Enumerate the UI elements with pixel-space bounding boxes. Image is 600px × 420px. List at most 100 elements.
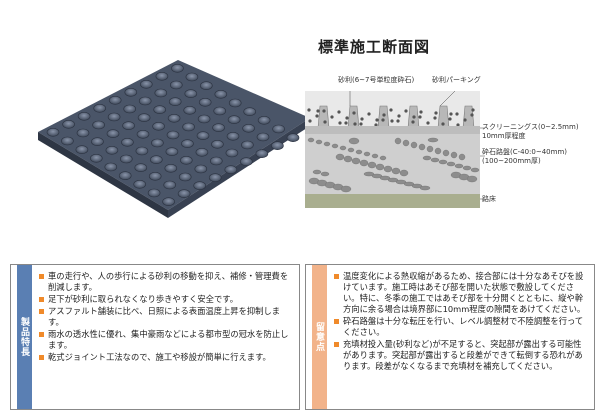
gravel-pebble [455, 112, 459, 116]
grid-cell [210, 156, 223, 166]
base-stone [426, 145, 434, 153]
grid-cell [77, 112, 91, 121]
grid-cell [108, 95, 122, 105]
label-gravel-fill: 砂利(6~7号単粒度砕石) [338, 76, 415, 84]
grid-cell [213, 106, 226, 116]
grid-cell [181, 139, 194, 148]
grid-cell [150, 155, 163, 164]
grid-cell [107, 112, 121, 122]
label-crushed-base: 砕石路盤(C-40:0~40mm) [482, 148, 568, 156]
gravel-pebble [411, 120, 415, 124]
gravel-pebble [412, 115, 416, 119]
grid-cell [138, 96, 152, 106]
grid-cell [163, 180, 176, 190]
base-stone [446, 161, 456, 167]
base-stone [375, 163, 385, 171]
base-stone [454, 163, 464, 169]
grid-cell [136, 130, 150, 139]
base-stone [331, 143, 339, 149]
grid-cell [162, 197, 175, 206]
grid-cell [193, 181, 206, 190]
gravel-pebble [433, 116, 437, 120]
gravel-pebble [390, 119, 394, 123]
gravel-pebble [434, 111, 438, 115]
grid-cell [208, 173, 222, 182]
grid-cell [195, 148, 209, 157]
grid-cell [61, 136, 74, 146]
list-item: 充填材投入量(砂利など)が不足すると、突起部が露出する可能性があります。突起部が… [334, 339, 588, 372]
grid-cell [183, 106, 196, 115]
grid-cell [122, 121, 135, 130]
grid-cell [154, 88, 168, 98]
grid-cell [180, 156, 193, 165]
grid-cell [271, 141, 284, 150]
base-stone [363, 171, 375, 177]
grid-cell [200, 81, 213, 91]
base-stone [450, 151, 458, 159]
grid-cell [106, 129, 120, 138]
list-item: 乾式ジョイント工法なので、施工や移設が簡単に行えます。 [39, 352, 293, 363]
grid-cell [196, 131, 210, 140]
gravel-pebble [308, 119, 312, 123]
gravel-pebble [316, 109, 320, 113]
grid-cell [212, 123, 225, 132]
notes-panel: 留意点 温度変化による熱収縮があるため、接合部には十分なあそびを設けています。施… [305, 264, 595, 410]
gravel-pebble [359, 122, 363, 126]
grid-cell [118, 171, 132, 180]
list-item: 砕石路盤は十分な転圧を行い、レベル調整材で不陸調整を行ってください。 [334, 316, 588, 338]
base-stone [434, 147, 442, 155]
base-stone [335, 153, 345, 161]
list-item: 温度変化による熱収縮があるため、接合部には十分なあそびを設けています。施工時はあ… [334, 271, 588, 315]
grid-cell [92, 120, 105, 130]
gravel-pebble [404, 109, 408, 113]
grid-cell [133, 180, 146, 189]
grid-cell [135, 146, 149, 156]
base-stone [379, 155, 387, 161]
grid-cell [137, 113, 151, 122]
base-stone [399, 169, 409, 177]
base-stone [402, 139, 410, 147]
product-grid-image [38, 60, 310, 218]
base-stone [419, 185, 431, 191]
gravel-pebble [345, 116, 349, 120]
base-stone [343, 155, 353, 163]
grid-cell [184, 89, 198, 99]
grid-cell [46, 128, 60, 137]
base-stone [418, 143, 426, 151]
base-stone [359, 159, 369, 167]
list-item: 車の走行や、人の歩行による砂利の移動を抑え、補修・管理費を削減します。 [39, 271, 293, 293]
notes-tab: 留意点 [312, 265, 327, 409]
cross-section-diagram [305, 90, 485, 208]
grid-cell [170, 80, 183, 90]
base-stone [422, 155, 432, 161]
gravel-pebble [322, 109, 326, 113]
gravel-pebble [418, 115, 422, 119]
gravel-pebble [441, 122, 445, 126]
grid-cell [242, 124, 255, 133]
label-crushed-base-thickness: (100~200mm厚) [482, 157, 541, 165]
grid-cell [241, 140, 254, 150]
grid-cell [152, 122, 165, 131]
gravel-pebble [389, 108, 393, 112]
grid-cell [255, 149, 269, 158]
gravel-pebble [330, 115, 334, 119]
grid-cell [134, 163, 148, 172]
gravel-pebble [449, 112, 453, 116]
base-stone [442, 149, 450, 157]
grid-cell [93, 104, 106, 113]
grid-cell [197, 114, 211, 124]
gravel-pebble [323, 120, 327, 124]
gravel-pebble [470, 113, 474, 117]
grid-cell [178, 172, 192, 182]
gravel-pebble [463, 118, 467, 122]
grid-cell [105, 146, 119, 155]
grid-cell [75, 145, 89, 154]
base-stone [410, 141, 418, 149]
gravel-pebble [367, 112, 371, 116]
base-stone [355, 149, 363, 155]
base-stone [340, 185, 352, 193]
base-stone [312, 169, 322, 175]
grid-cell [168, 97, 182, 107]
gravel-pebble [360, 117, 364, 121]
grid-cell [198, 97, 212, 107]
